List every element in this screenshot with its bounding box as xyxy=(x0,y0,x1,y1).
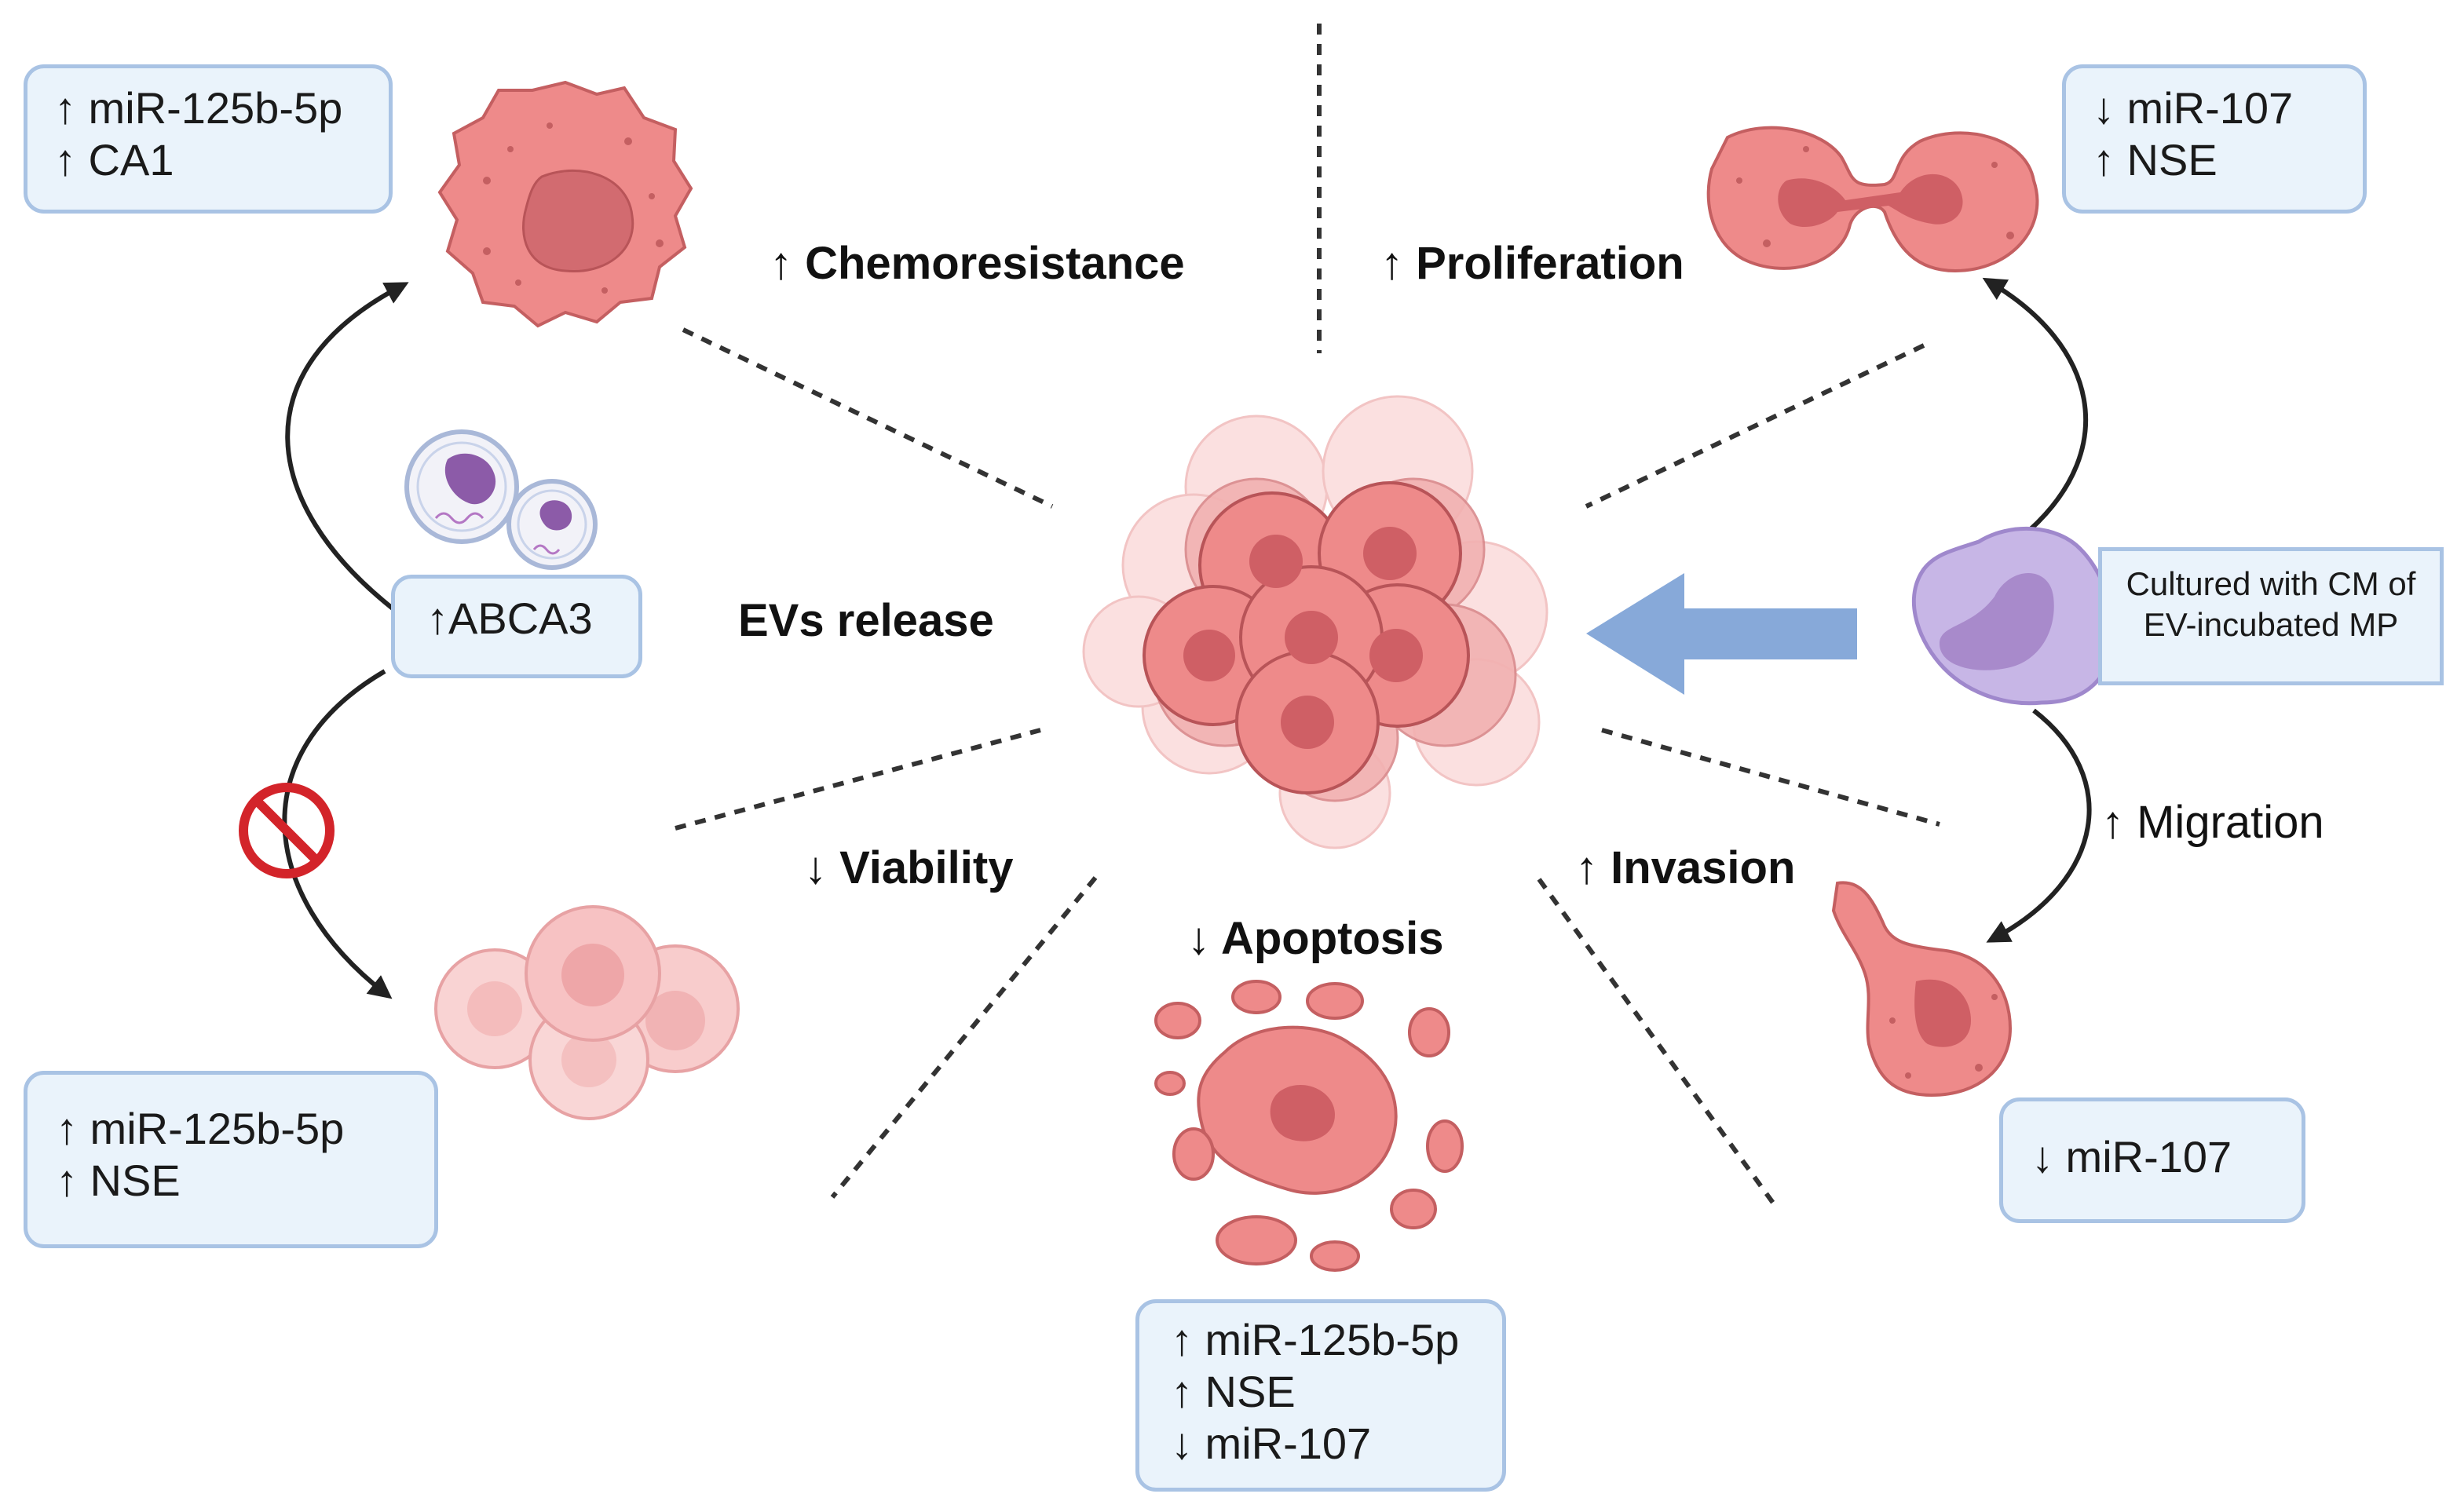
label-migration: ↑ Migration xyxy=(2101,797,2324,848)
label-proliferation: ↑ Proliferation xyxy=(1380,238,1684,289)
arrow-to-proliferating-cell xyxy=(1982,277,2089,532)
box-bottom-right: ↓ miR-107 xyxy=(1999,1097,2305,1223)
chemoresistant-cell-icon xyxy=(437,80,693,328)
box-culture-line-1: Cultured with CM of xyxy=(2126,565,2416,602)
box-top-left: ↑ miR-125b-5p ↑ CA1 xyxy=(24,64,393,214)
label-evs-release: EVs release xyxy=(738,595,994,646)
box-top-left-line-2: ↑ CA1 xyxy=(54,135,174,184)
box-top-left-line-1: ↑ miR-125b-5p xyxy=(54,83,343,133)
box-top-right: ↓ miR-107 ↑ NSE xyxy=(2062,64,2367,214)
box-abca3: ↑ABCA3 xyxy=(391,575,642,678)
inhibit-icon xyxy=(239,783,335,878)
label-chemoresistance: ↑ Chemoresistance xyxy=(770,238,1185,289)
box-bottom-center-line-3: ↓ miR-107 xyxy=(1171,1419,1372,1468)
divider-apoptosis-left xyxy=(830,876,1098,1199)
dividing-cell-icon xyxy=(1706,126,2039,273)
box-bottom-center-line-2: ↑ NSE xyxy=(1171,1367,1296,1416)
apoptotic-cell-icon xyxy=(1154,980,1464,1272)
tumor-cluster-icon xyxy=(1082,395,1548,849)
box-bottom-right-line-1: ↓ miR-107 xyxy=(2031,1132,2232,1181)
divider-apoptosis-right xyxy=(1537,878,1777,1207)
macrophage-icon xyxy=(1911,526,2117,706)
box-culture-line-2: EV-incubated MP xyxy=(2143,606,2399,643)
arrow-to-migrating-cell xyxy=(1986,708,2092,943)
box-bottom-left-line-1: ↑ miR-125b-5p xyxy=(56,1104,345,1153)
divider-invasion xyxy=(1601,728,1940,827)
box-top-right-line-2: ↑ NSE xyxy=(2093,135,2218,184)
box-bottom-center: ↑ miR-125b-5p ↑ NSE ↓ miR-107 xyxy=(1135,1299,1506,1492)
divider-chemoresistance xyxy=(682,327,1054,509)
divider-proliferation xyxy=(1585,343,1925,509)
box-abca3-line-1: ↑ABCA3 xyxy=(426,593,593,643)
vesicle-icon xyxy=(404,429,598,570)
migrating-cell-icon xyxy=(1831,881,2013,1097)
blue-arrow-icon xyxy=(1586,573,1857,695)
box-top-right-line-1: ↓ miR-107 xyxy=(2093,83,2294,133)
arrow-to-dying-cells xyxy=(282,669,393,999)
arrow-to-chemoresistant-cell xyxy=(285,282,409,611)
label-invasion: ↑ Invasion xyxy=(1575,842,1796,893)
label-apoptosis: ↓ Apoptosis xyxy=(1187,913,1444,964)
nonviable-cells-icon xyxy=(434,905,740,1120)
box-bottom-left: ↑ miR-125b-5p ↑ NSE xyxy=(24,1071,438,1248)
divider-viability xyxy=(675,728,1041,831)
box-bottom-left-line-2: ↑ NSE xyxy=(56,1156,181,1205)
label-viability: ↓ Viability xyxy=(804,842,1014,893)
box-bottom-center-line-1: ↑ miR-125b-5p xyxy=(1171,1315,1460,1364)
dotted-dividers xyxy=(675,24,1940,1207)
box-culture: Cultured with CM of EV-incubated MP xyxy=(2098,547,2444,685)
